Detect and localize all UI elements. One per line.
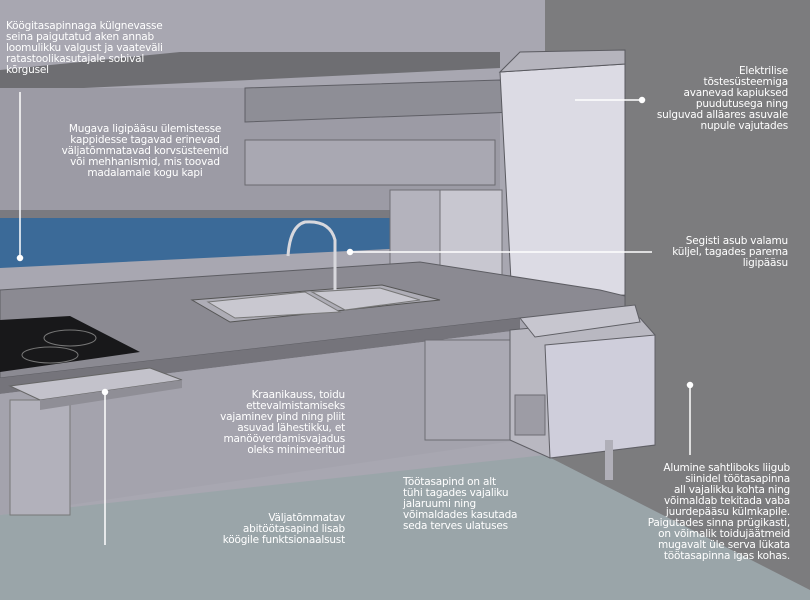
annotation-drawer-box: Alumine sahtliboks liigub siinidel tööta… — [647, 462, 790, 562]
cooktop — [0, 316, 140, 372]
annotation-window: Köögitasapinnaga külgnevasse seina paigu… — [6, 20, 163, 76]
floor — [0, 455, 810, 600]
cabinet-panel — [424, 339, 516, 441]
annotation-lift-doors: Elektrilise tõstesüsteemiga avanevad kap… — [656, 65, 788, 132]
faucet — [286, 220, 337, 290]
backsplash — [0, 218, 410, 268]
annotation-work-triangle: Kraanikauss, toidu ettevalmistamiseks va… — [220, 389, 345, 456]
annotation-pullout-board: Väljatõmmatav abitöötasapind lisab köögi… — [222, 512, 345, 546]
annotation-leaders — [16, 92, 694, 545]
annotation-upper-cabinets: Mugava ligipääsu ülemistesse kappidesse … — [61, 123, 229, 179]
annotation-faucet: Segisti asub valamu küljel, tagades pare… — [672, 235, 788, 269]
upper-cabinet-top-board — [0, 52, 500, 92]
annotation-open-counter: Töötasapind on alt tühi tagades vajaliku… — [403, 476, 518, 532]
